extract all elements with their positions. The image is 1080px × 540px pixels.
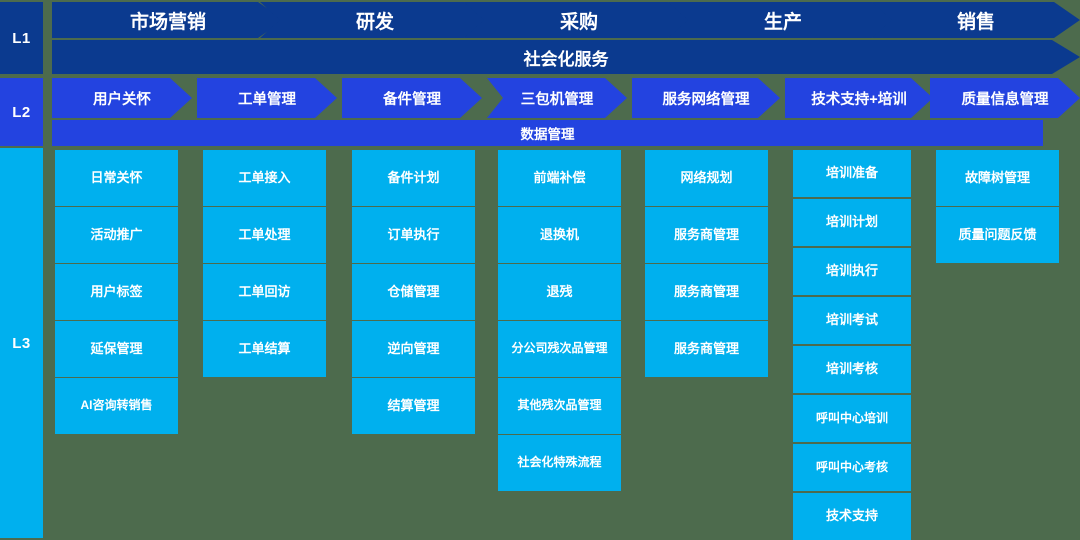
l1-stage-label: 研发 [355, 11, 394, 33]
l2-item-spare-parts[interactable]: 备件管理 [342, 78, 482, 118]
l3-item[interactable]: 备件计划 [352, 150, 475, 206]
l3-item[interactable]: 工单接入 [203, 150, 326, 206]
l1-stage-label: 销售 [956, 11, 995, 33]
l3-item[interactable]: 技术支持 [793, 493, 911, 540]
l3-item[interactable]: 呼叫中心考核 [793, 444, 911, 491]
l3-item[interactable]: 仓储管理 [352, 264, 475, 320]
level-label-l1: L1 [0, 2, 43, 74]
l3-item[interactable]: 订单执行 [352, 207, 475, 263]
l1-stage-label: 生产 [763, 11, 802, 33]
l1-stage-label: 市场营销 [129, 11, 206, 33]
l3-item[interactable]: 培训考核 [793, 346, 911, 393]
l3-item[interactable]: 质量问题反馈 [936, 207, 1059, 263]
l3-item[interactable]: 服务商管理 [645, 207, 768, 263]
l1-stage-marketing[interactable]: 市场营销 [52, 2, 284, 38]
l2-item-tech-support-training[interactable]: 技术支持+培训 [785, 78, 933, 118]
l3-item[interactable]: 退残 [498, 264, 621, 320]
l2-item-quality-info[interactable]: 质量信息管理 [930, 78, 1080, 118]
l3-item[interactable]: 服务商管理 [645, 264, 768, 320]
l1-stage-label: 采购 [559, 11, 598, 33]
l3-item[interactable]: 培训准备 [793, 150, 911, 197]
level-label-l3: L3 [0, 148, 43, 538]
l3-item[interactable]: 前端补偿 [498, 150, 621, 206]
l2-item-label: 三包机管理 [520, 91, 594, 108]
l3-item[interactable]: 结算管理 [352, 378, 475, 434]
l3-item[interactable]: 工单处理 [203, 207, 326, 263]
l3-item[interactable]: 用户标签 [55, 264, 178, 320]
l2-item-label: 用户关怀 [93, 91, 151, 108]
l2-item-label: 备件管理 [383, 91, 441, 108]
l2-item-label: 技术支持+培训 [811, 91, 907, 108]
l2-item-warranty-machine[interactable]: 三包机管理 [487, 78, 627, 118]
l3-item[interactable]: 退换机 [498, 207, 621, 263]
l3-item[interactable]: 培训执行 [793, 248, 911, 295]
l2-item-work-order[interactable]: 工单管理 [197, 78, 337, 118]
l2-item-service-network[interactable]: 服务网络管理 [632, 78, 780, 118]
l3-item[interactable]: 呼叫中心培训 [793, 395, 911, 442]
l1-stage-production[interactable]: 生产 [668, 2, 898, 38]
l3-item[interactable]: 工单结算 [203, 321, 326, 377]
l3-item[interactable]: 分公司残次品管理 [498, 321, 621, 377]
l3-item[interactable]: 网络规划 [645, 150, 768, 206]
l3-item[interactable]: 工单回访 [203, 264, 326, 320]
level-label-l2: L2 [0, 78, 43, 146]
l1-stage-sales[interactable]: 销售 [872, 2, 1080, 38]
l1-stage-rd[interactable]: 研发 [260, 2, 490, 38]
l2-item-user-care[interactable]: 用户关怀 [52, 78, 192, 118]
l3-item[interactable]: 延保管理 [55, 321, 178, 377]
l3-item[interactable]: 逆向管理 [352, 321, 475, 377]
l3-item[interactable]: 故障树管理 [936, 150, 1059, 206]
l1-stage-procurement[interactable]: 采购 [464, 2, 694, 38]
l3-item[interactable]: 活动推广 [55, 207, 178, 263]
l2-item-label: 服务网络管理 [662, 91, 750, 108]
l3-item[interactable]: 培训计划 [793, 199, 911, 246]
l2-item-label: 质量信息管理 [961, 91, 1049, 108]
l3-item[interactable]: 服务商管理 [645, 321, 768, 377]
l1-banner-socialized-service: 社会化服务 [52, 40, 1080, 74]
l2-banner-data-management: 数据管理 [52, 120, 1043, 146]
l3-item[interactable]: AI咨询转销售 [55, 378, 178, 434]
l3-item[interactable]: 社会化特殊流程 [498, 435, 621, 491]
l3-item[interactable]: 日常关怀 [55, 150, 178, 206]
l3-item[interactable]: 其他残次品管理 [498, 378, 621, 434]
l3-item[interactable]: 培训考试 [793, 297, 911, 344]
l2-item-label: 工单管理 [238, 91, 296, 108]
